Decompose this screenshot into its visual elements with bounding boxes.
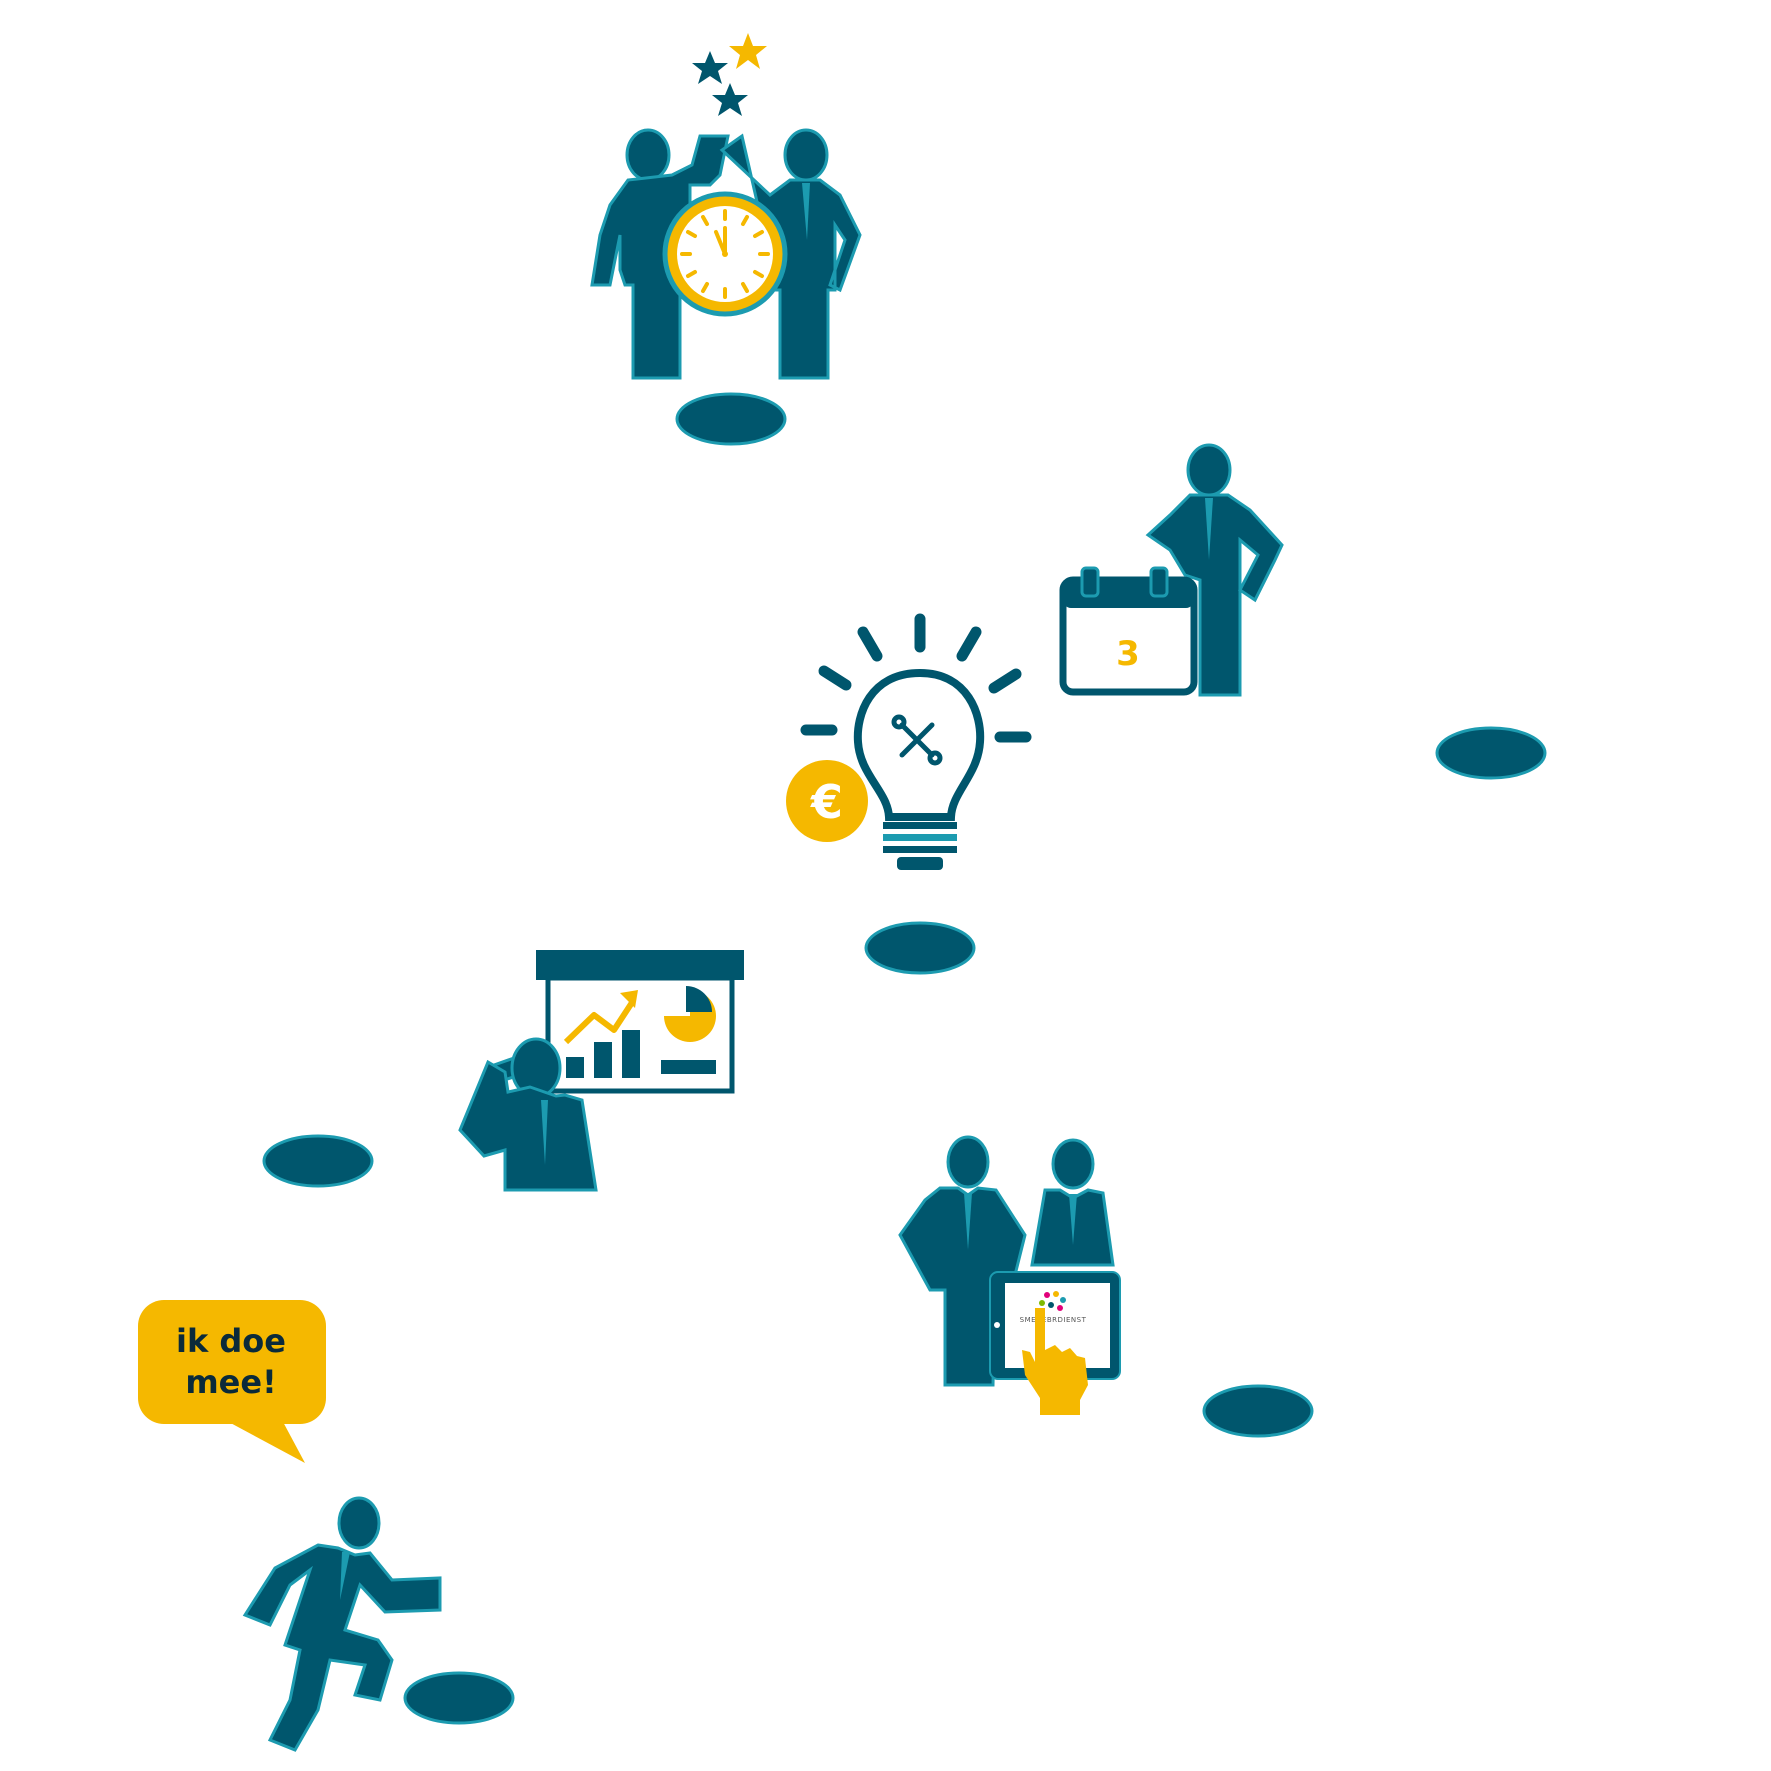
stepping-stone [864,921,976,975]
pointing-hand-icon [1022,1308,1088,1415]
speech-bubble-line-1: ik doe [176,1322,286,1360]
stars-icon [692,33,767,116]
calendar-day: 3 [1116,634,1140,674]
speech-bubble: ik doe mee! [138,1300,326,1463]
stepping-stone [675,392,787,446]
two-people-with-tablet-icon: SMEDEBRDIENST [898,1135,1121,1415]
stepping-stones [262,392,1547,1725]
stepping-stone [1435,726,1547,780]
stepping-stone [403,1671,515,1725]
tools-icon [891,714,943,766]
running-person-icon [242,1496,442,1752]
svg-text:€: € [810,775,843,829]
lightbulb-with-tools-icon: € [786,613,1032,870]
stepping-stone [1202,1384,1314,1438]
person-with-calendar-icon: 3 [1059,443,1284,697]
celebrating-pair-with-clock-icon [590,33,862,380]
organization-logo [1039,1291,1066,1311]
stepping-stone [262,1134,374,1188]
speech-bubble-line-2: mee! [185,1363,276,1401]
presenter-with-board-icon [458,950,744,1192]
euro-coin-icon: € [786,760,868,842]
tablet-brand-text: SMEDEBRDIENST [1020,1316,1087,1324]
